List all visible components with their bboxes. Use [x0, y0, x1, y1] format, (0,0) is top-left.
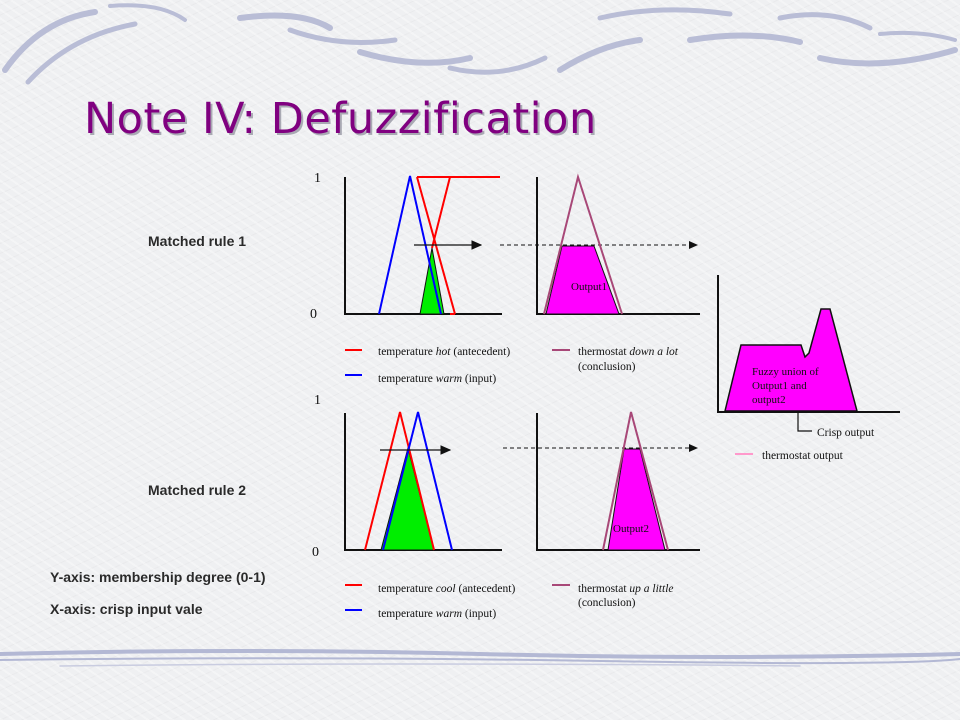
legend-cool-text: temperature cool (antecedent): [378, 583, 515, 595]
decorative-swoosh-top: [2, 3, 958, 85]
rule1-conclusion-axes: [536, 177, 700, 315]
rule2-conclusion-plot: Output2: [536, 411, 700, 551]
rule1-output-area: [545, 245, 620, 315]
union-text-line1: Fuzzy union of: [752, 366, 819, 378]
legend-warm2-text: temperature warm (input): [378, 608, 496, 620]
union-output-area: [724, 308, 858, 412]
matched-rule-2-label: Matched rule 2: [148, 482, 247, 498]
rule1-y-top: 1: [314, 171, 321, 186]
rule1-warm-input-curve: [378, 175, 442, 315]
rule2-antecedent-axes: [344, 413, 502, 551]
rule2-y-top: 1: [314, 393, 321, 408]
rule1-conclusion-plot: Output1: [536, 173, 700, 315]
slide-title: Note IV: Defuzzification: [84, 94, 597, 144]
legend-conclusion2-line2: (conclusion): [578, 597, 636, 609]
rule2-cool-antecedent-curve: [364, 411, 435, 551]
legend-conclusion2-text: thermostat up a little: [578, 583, 674, 595]
matched-rule-1-label: Matched rule 1: [148, 233, 247, 249]
legend-hot-text: temperature hot (antecedent): [378, 346, 510, 358]
rule1-output-label: Output1: [571, 281, 607, 293]
rule1-legend: temperature hot (antecedent) temperature…: [345, 346, 679, 385]
union-axes: [717, 275, 900, 413]
x-axis-note: X-axis: crisp input vale: [50, 601, 203, 617]
y-axis-note: Y-axis: membership degree (0-1): [50, 569, 266, 585]
rule2-antecedent-plot: [344, 411, 502, 551]
rule2-warm-input-curve: [382, 411, 453, 551]
rule2-conclusion-curve: [602, 411, 669, 551]
rule1-conclusion-curve: [543, 173, 623, 315]
union-text-line2: Output1 and: [752, 380, 807, 392]
legend-conclusion1-line2: (conclusion): [578, 361, 636, 373]
rule1-y-bottom: 0: [310, 307, 317, 322]
rule1-antecedent-plot: [344, 175, 502, 315]
rule1-antecedent-axes: [344, 177, 502, 315]
union-text-line3: output2: [752, 394, 786, 406]
decorative-swoosh-bottom: [0, 649, 960, 667]
legend-thermostat-output-text: thermostat output: [762, 450, 844, 462]
crisp-output-label: Crisp output: [817, 427, 875, 439]
legend-conclusion1-text: thermostat down a lot: [578, 346, 679, 358]
rule2-clipped-membership: [380, 446, 435, 551]
union-plot: Fuzzy union of Output1 and output2 Crisp…: [717, 275, 900, 462]
rule2-output-label: Output2: [613, 523, 649, 535]
rule2-y-bottom: 0: [312, 545, 319, 560]
legend-warm-text: temperature warm (input): [378, 373, 496, 385]
rule2-legend: temperature cool (antecedent) temperatur…: [345, 583, 674, 620]
crisp-output-pointer: [797, 412, 812, 432]
